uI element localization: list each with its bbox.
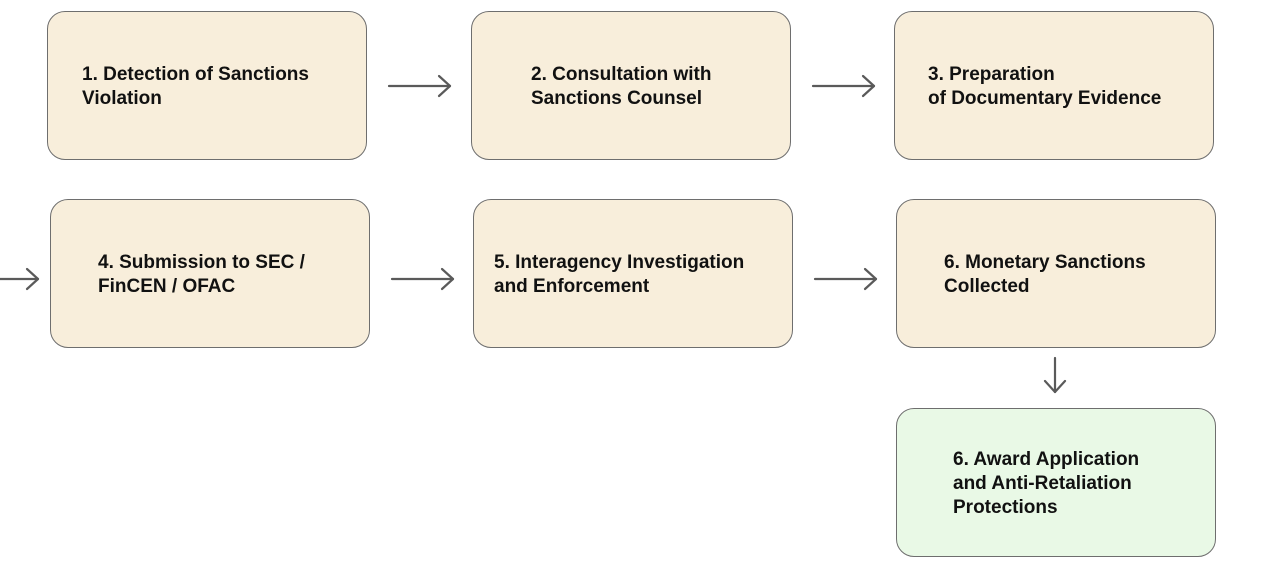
step-5-box: 5. Interagency Investigation and Enforce… [473,199,793,348]
arrow-6-to-7 [1043,356,1067,394]
step-4-label: 4. Submission to SEC / FinCEN / OFAC [98,252,305,297]
step-2-box: 2. Consultation with Sanctions Counsel [471,11,791,160]
step-7-label: 6. Award Application and Anti-Retaliatio… [953,449,1140,518]
step-7-box: 6. Award Application and Anti-Retaliatio… [896,408,1216,557]
arrow-4-to-5 [390,267,455,291]
arrow-5-to-6 [813,267,878,291]
arrow-2-to-3 [811,74,876,98]
step-3-label: 3. Preparation of Documentary Evidence [928,64,1162,109]
step-4-box: 4. Submission to SEC / FinCEN / OFAC [50,199,370,348]
step-1-label: 1. Detection of Sanctions Violation [82,64,309,109]
step-6-label: 6. Monetary Sanctions Collected [944,252,1146,297]
arrow-3-to-4-incoming [0,267,40,291]
step-5-label: 5. Interagency Investigation and Enforce… [494,252,745,297]
step-6-box: 6. Monetary Sanctions Collected [896,199,1216,348]
step-3-box: 3. Preparation of Documentary Evidence [894,11,1214,160]
arrow-1-to-2 [387,74,452,98]
step-1-box: 1. Detection of Sanctions Violation [47,11,367,160]
step-2-label: 2. Consultation with Sanctions Counsel [531,64,712,109]
